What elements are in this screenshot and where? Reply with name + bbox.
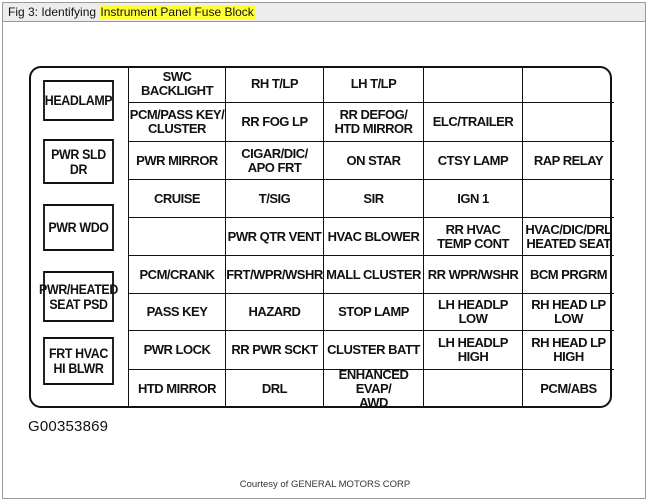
fuse-cell: ON STAR [324, 142, 424, 180]
fuse-cell: CIGAR/DIC/ APO FRT [226, 142, 324, 180]
fuse-cell: ENHANCED EVAP/ AWD [324, 370, 424, 408]
courtesy-credit: Courtesy of GENERAL MOTORS CORP [239, 479, 411, 490]
fuse-cell: RR HVAC TEMP CONT [424, 218, 523, 256]
side-fuse-pwr-sld-dr: PWR SLD DR [43, 139, 114, 184]
side-fuse-headlamp: HEADLAMP [43, 80, 114, 121]
fuse-cell: HTD MIRROR [129, 370, 226, 408]
fuse-cell [424, 370, 523, 408]
figure-title-highlight: Instrument Panel Fuse Block [99, 5, 255, 19]
fuse-cell: SIR [324, 180, 424, 218]
fuse-cell: PWR MIRROR [129, 142, 226, 180]
fuse-cell: RR WPR/WSHR [424, 256, 523, 294]
fuse-cell: CRUISE [129, 180, 226, 218]
fuse-cell: IGN 1 [424, 180, 523, 218]
fuse-cell: PWR QTR VENT [226, 218, 324, 256]
fuse-cell: DRL [226, 370, 324, 408]
fuse-cell: ELC/TRAILER [424, 103, 523, 142]
fuse-cell: PASS KEY [129, 294, 226, 331]
fuse-cell: LH HEADLP HIGH [424, 331, 523, 370]
fuse-cell: CTSY LAMP [424, 142, 523, 180]
side-fuse-pwr-wdo: PWR WDO [43, 204, 114, 251]
fuse-cell: PWR LOCK [129, 331, 226, 370]
fuse-cell [523, 103, 614, 142]
fuse-cell: RAP RELAY [523, 142, 614, 180]
fuse-cell [129, 218, 226, 256]
fuse-cell: HVAC BLOWER [324, 218, 424, 256]
figure-code: G00353869 [28, 418, 109, 435]
fuse-cell [523, 180, 614, 218]
fuse-cell: T/SIG [226, 180, 324, 218]
fuse-cell [424, 66, 523, 103]
fuse-cell: RH HEAD LP LOW [523, 294, 614, 331]
fuse-cell: RR PWR SCKT [226, 331, 324, 370]
fuse-cell: LH HEADLP LOW [424, 294, 523, 331]
fuse-cell: HAZARD [226, 294, 324, 331]
fuse-cell [523, 66, 614, 103]
figure-title-prefix: Fig 3: Identifying [8, 5, 100, 19]
fuse-block-outline [29, 66, 612, 408]
fuse-cell: LH T/LP [324, 66, 424, 103]
figure-frame [2, 2, 646, 499]
fuse-cell: SWC BACKLIGHT [129, 66, 226, 103]
fuse-cell: RR FOG LP [226, 103, 324, 142]
fuse-cell: MALL CLUSTER [324, 256, 424, 294]
fuse-cell: BCM PRGRM [523, 256, 614, 294]
fuse-cell: PCM/ABS [540, 381, 597, 396]
figure-title-bar: Fig 3: Identifying Instrument Panel Fuse… [3, 3, 645, 22]
fuse-cell: PCM/CRANK [129, 256, 226, 294]
fuse-cell: PCM/PASS KEY/ CLUSTER [129, 103, 226, 142]
fuse-cell: RH T/LP [226, 66, 324, 103]
fuse-cell: STOP LAMP [324, 294, 424, 331]
fuse-cell: RH HEAD LP HIGH [523, 331, 614, 370]
fuse-cell: HVAC/DIC/DRL HEATED SEAT [523, 218, 614, 256]
fuse-cell: RR DEFOG/ HTD MIRROR [324, 103, 424, 142]
side-fuse-frt-hvac-hi-blwr: FRT HVAC HI BLWR [43, 337, 114, 385]
side-fuse-pwr-heated-seat-psd: PWR/HEATED SEAT PSD [39, 271, 118, 322]
fuse-cell: FRT/WPR/WSHR [226, 256, 324, 294]
fuse-cell: CLUSTER BATT [324, 331, 424, 370]
